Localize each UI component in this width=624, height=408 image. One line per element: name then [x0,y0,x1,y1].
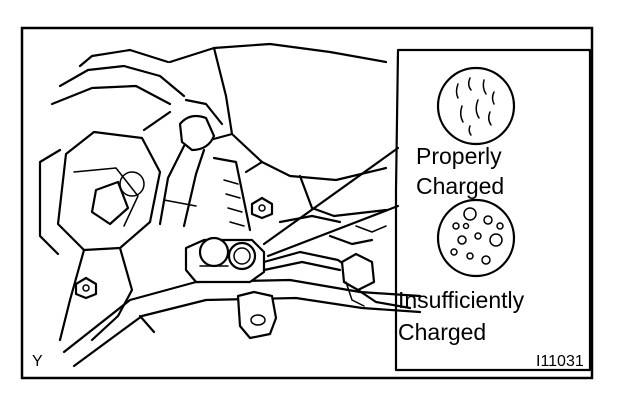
properly-charged-label-line1: Properly [416,143,502,169]
figure-border [20,26,594,380]
indicator-bubbles-icon [436,198,516,278]
insufficiently-charged-label-line1: Insufficiently [398,287,525,313]
callout-panel [262,48,592,372]
corner-letter: Y [32,353,43,370]
properly-charged-label-line2: Charged [416,173,504,199]
figure-code: I11031 [536,353,584,370]
insufficiently-charged-label-line2: Charged [398,319,486,345]
engine-bay-drawing [38,42,422,368]
indicator-clear-icon [436,66,516,146]
